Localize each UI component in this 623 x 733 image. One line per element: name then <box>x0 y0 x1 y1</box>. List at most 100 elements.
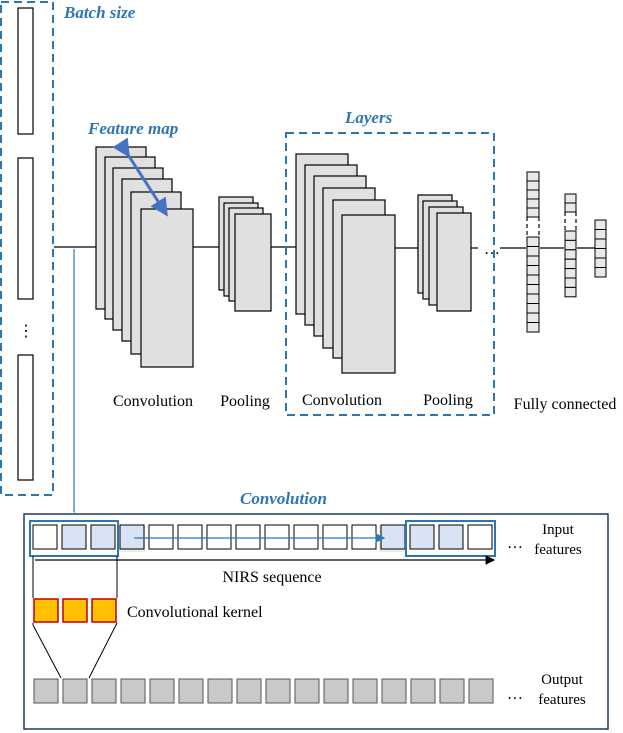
fully-connected-label: Fully connected <box>514 396 617 413</box>
output-ellipsis: … <box>507 686 523 703</box>
fc1-neuron <box>526 312 540 323</box>
fc1-neuron <box>526 207 540 218</box>
input-cell <box>264 524 290 550</box>
input-cell <box>32 524 58 550</box>
batch-sample <box>17 354 34 481</box>
fc1-neuron <box>526 265 540 276</box>
fully-connected-layers <box>526 171 607 333</box>
layers-title: Layers <box>344 108 393 127</box>
fc1-neuron <box>526 293 540 304</box>
output-cell <box>381 678 407 704</box>
input-cell <box>438 524 464 550</box>
batch-size-box <box>0 1 54 496</box>
fc3-neuron <box>594 219 607 230</box>
input-cell <box>351 524 377 550</box>
output-cell <box>410 678 436 704</box>
input-window-start <box>29 520 119 557</box>
fc2-neuron <box>564 286 577 298</box>
output-cell <box>265 678 291 704</box>
fc3-neuron <box>594 238 607 249</box>
batch-sample <box>17 157 34 300</box>
nirs-sequence-label: NIRS sequence <box>222 569 321 586</box>
input-cell <box>293 524 319 550</box>
fc2-neuron <box>564 230 577 241</box>
output-cell <box>439 678 465 704</box>
input-cell <box>119 524 145 550</box>
output-cell <box>207 678 233 704</box>
output-cell <box>149 678 175 704</box>
kernel-projection-left <box>32 624 62 679</box>
input-features-label-2: features <box>534 542 582 558</box>
pooling-label-2: Pooling <box>423 392 473 409</box>
output-cell <box>120 678 146 704</box>
fc2-neuron <box>564 193 577 204</box>
kernel-cell <box>91 598 117 623</box>
kernel-projection-right <box>88 622 118 679</box>
fc3-neuron <box>594 229 607 240</box>
input-features-label-1: Input <box>542 522 574 538</box>
fc2-neuron <box>564 202 577 213</box>
pool2-feature-maps <box>417 194 472 312</box>
input-cell <box>177 524 203 550</box>
output-cell <box>352 678 378 704</box>
output-cell <box>323 678 349 704</box>
convolution-label-2: Convolution <box>302 392 382 409</box>
output-cell <box>178 678 204 704</box>
fc3-neuron <box>594 248 607 259</box>
input-ellipsis: … <box>507 535 523 552</box>
fc1-neuron <box>526 171 540 182</box>
feature-map-title: Feature map <box>87 119 178 138</box>
input-cell <box>206 524 232 550</box>
fc1-neuron <box>526 284 540 295</box>
batch-ellipsis: ⋮ <box>18 323 34 340</box>
output-cell <box>294 678 320 704</box>
input-cell <box>380 524 406 550</box>
fc1-neuron <box>526 246 540 257</box>
fc2-neuron <box>564 239 577 251</box>
fc1-neuron <box>526 236 540 247</box>
fc3-neuron <box>594 267 607 278</box>
fc3-neuron <box>594 257 607 268</box>
output-cell <box>91 678 117 704</box>
input-cell <box>409 524 435 550</box>
input-cell <box>467 524 493 550</box>
kernel-label: Convolutional kernel <box>127 604 263 621</box>
layers-box <box>285 132 495 416</box>
output-cell <box>236 678 262 704</box>
feature-map-arrow <box>112 137 168 217</box>
output-cell <box>468 678 494 704</box>
fc1-neuron <box>526 303 540 314</box>
fc2-neuron <box>564 249 577 260</box>
input-cell <box>61 524 87 550</box>
input-window-end <box>405 520 496 557</box>
output-features-label-2: features <box>538 692 586 708</box>
fc2-neuron <box>564 268 577 279</box>
fc1-neuron <box>526 322 540 333</box>
input-cell <box>322 524 348 550</box>
batch-size-title: Batch size <box>63 3 136 22</box>
output-features-label-1: Output <box>541 672 584 688</box>
fc1-neuron <box>526 274 540 285</box>
kernel-cell <box>62 598 88 623</box>
fc1-neuron <box>526 180 540 191</box>
fc1-neuron <box>526 189 540 200</box>
pool1-feature-maps <box>218 196 272 312</box>
fc1-neuron <box>526 255 540 266</box>
input-cell <box>235 524 261 550</box>
fc1-neuron <box>526 198 540 209</box>
output-cell <box>33 678 59 704</box>
convolution-label-1: Convolution <box>113 393 193 410</box>
layers-ellipsis: … <box>484 241 500 258</box>
convolution-panel-title: Convolution <box>240 489 327 508</box>
pooling-label-1: Pooling <box>220 393 270 410</box>
output-features-row <box>33 678 494 704</box>
convolutional-kernel <box>33 598 117 623</box>
input-cell <box>90 524 116 550</box>
fc2-neuron <box>564 258 577 270</box>
kernel-cell <box>33 598 59 623</box>
input-cell <box>148 524 174 550</box>
batch-sample <box>17 7 34 135</box>
fc2-neuron <box>564 277 577 288</box>
